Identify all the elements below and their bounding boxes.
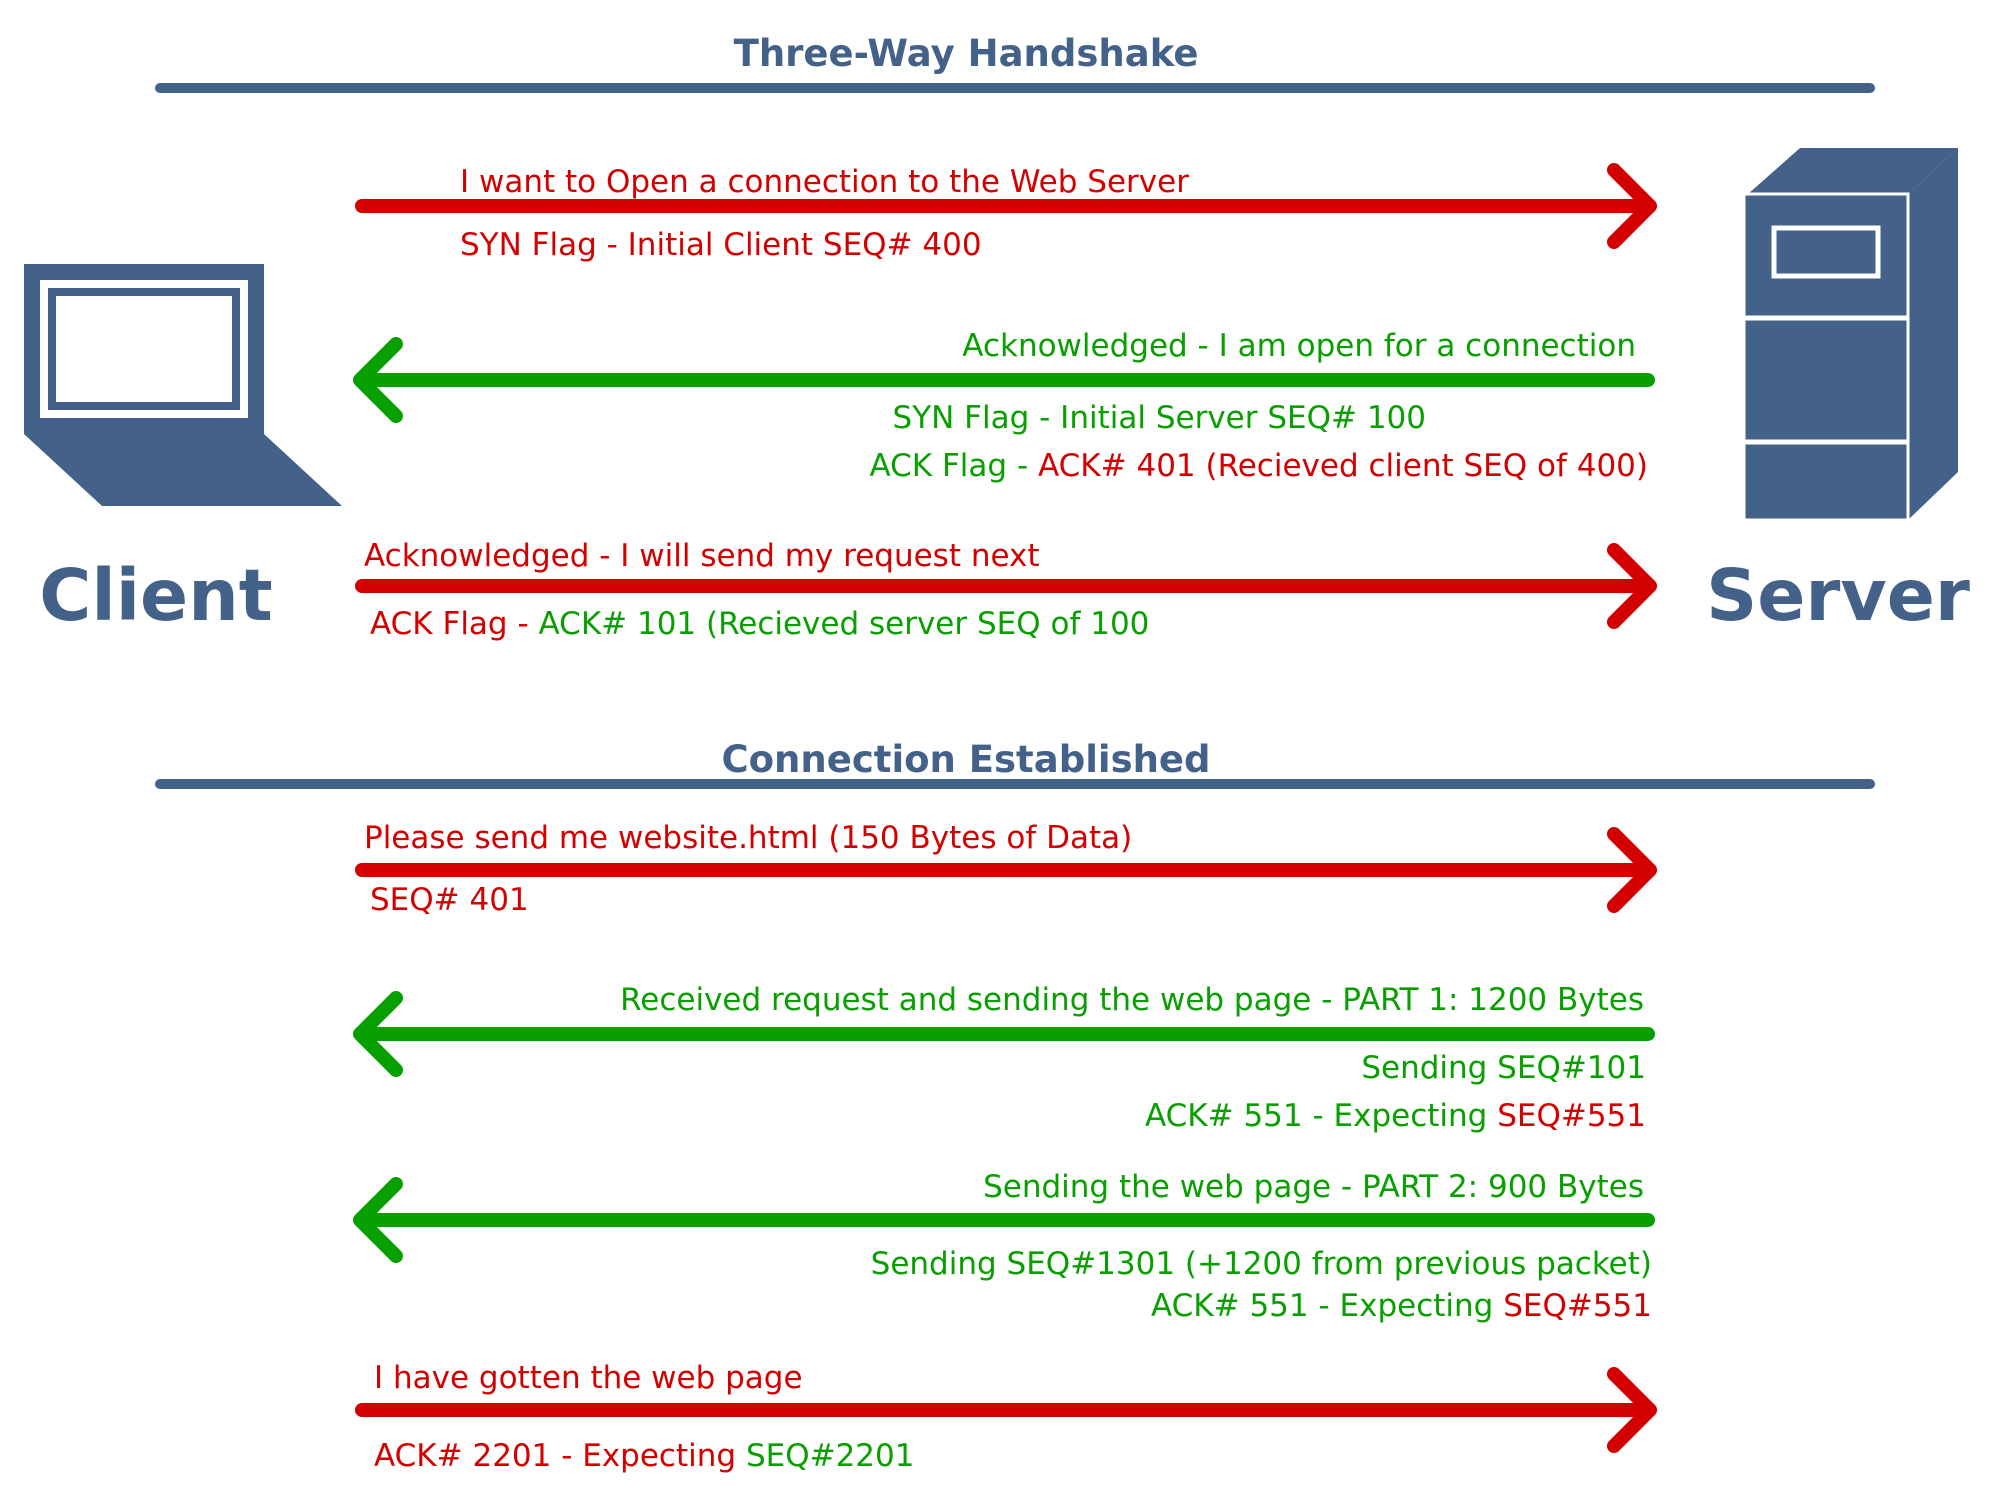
server-node: Server <box>1706 148 1970 637</box>
message-final-ack: I have gotten the web page ACK# 2201 - E… <box>355 1360 1657 1474</box>
arrow-right <box>355 1367 1657 1453</box>
message-label: I want to Open a connection to the Web S… <box>460 164 1189 200</box>
established-title: Connection Established <box>721 738 1210 781</box>
message-detail-mixed: ACK Flag - ACK# 101 (Recieved server SEQ… <box>370 606 1149 642</box>
detail-part: ACK# 551 - Expecting <box>1145 1098 1497 1134</box>
detail-part: ACK# 401 (Recieved client SEQ of 400) <box>1038 448 1648 484</box>
message-label: I have gotten the web page <box>374 1360 803 1396</box>
detail-part: ACK# 101 (Recieved server SEQ of 100 <box>539 606 1150 642</box>
detail-part: ACK Flag - <box>869 448 1038 484</box>
message-ack: Acknowledged - I will send my request ne… <box>355 538 1657 642</box>
message-detail-mixed: ACK# 551 - Expecting SEQ#551 <box>1151 1288 1652 1324</box>
message-label: Please send me website.html (150 Bytes o… <box>364 820 1132 856</box>
server-tower-icon <box>1742 148 1958 522</box>
message-detail: Sending SEQ#1301 (+1200 from previous pa… <box>871 1246 1652 1282</box>
message-detail: Sending SEQ#101 <box>1361 1050 1646 1086</box>
message-response-part1: Received request and sending the web pag… <box>353 982 1655 1134</box>
detail-part: ACK# 2201 - Expecting <box>374 1438 746 1474</box>
client-label: Client <box>39 554 272 637</box>
message-detail: SYN Flag - Initial Server SEQ# 100 <box>893 400 1426 436</box>
message-response-part2: Sending the web page - PART 2: 900 Bytes… <box>353 1169 1655 1324</box>
server-label: Server <box>1706 554 1970 637</box>
message-syn: I want to Open a connection to the Web S… <box>355 163 1657 263</box>
detail-part: SEQ#551 <box>1497 1098 1646 1134</box>
arrow-left <box>353 337 1655 423</box>
message-request: Please send me website.html (150 Bytes o… <box>355 820 1657 918</box>
detail-part: ACK Flag - <box>370 606 539 642</box>
message-label: Sending the web page - PART 2: 900 Bytes <box>983 1169 1644 1205</box>
arrow-left <box>353 991 1655 1077</box>
message-label: Acknowledged - I am open for a connectio… <box>962 328 1636 364</box>
detail-part: SEQ#2201 <box>746 1438 915 1474</box>
arrow-right <box>355 163 1657 249</box>
arrow-right <box>355 827 1657 913</box>
message-detail-mixed: ACK# 551 - Expecting SEQ#551 <box>1145 1098 1646 1134</box>
message-label: Acknowledged - I will send my request ne… <box>364 538 1040 574</box>
message-detail-mixed: ACK# 2201 - Expecting SEQ#2201 <box>374 1438 914 1474</box>
arrow-left <box>353 1177 1655 1263</box>
message-detail: SEQ# 401 <box>370 882 529 918</box>
handshake-title: Three-Way Handshake <box>734 32 1199 75</box>
detail-part: ACK# 551 - Expecting <box>1151 1288 1503 1324</box>
client-node: Client <box>24 264 342 637</box>
message-label: Received request and sending the web pag… <box>620 982 1644 1018</box>
detail-part: SEQ#551 <box>1503 1288 1652 1324</box>
laptop-icon <box>24 264 342 506</box>
message-detail-mixed: ACK Flag - ACK# 401 (Recieved client SEQ… <box>869 448 1648 484</box>
message-detail: SYN Flag - Initial Client SEQ# 400 <box>460 227 982 263</box>
arrow-right <box>355 543 1657 629</box>
message-syn-ack: Acknowledged - I am open for a connectio… <box>353 328 1655 484</box>
